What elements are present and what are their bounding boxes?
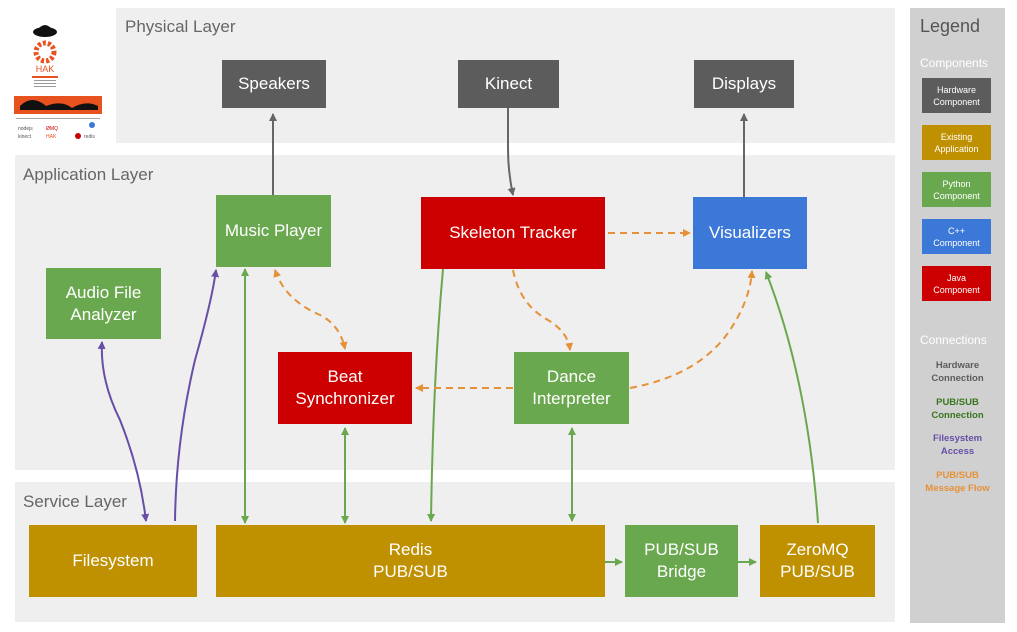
legend-hardware-connection: Hardware Connection: [931, 360, 984, 384]
svg-text:ØMQ: ØMQ: [46, 126, 58, 132]
redis-box: Redis PUB/SUB: [216, 525, 605, 597]
filesystem-box: Filesystem: [29, 525, 197, 597]
svg-text:nodejs: nodejs: [18, 126, 33, 132]
speakers-box: Speakers: [222, 60, 326, 108]
displays-box: Displays: [694, 60, 794, 108]
legend-panel: Legend Components Hardware Component Exi…: [910, 8, 1005, 623]
legend-connections-heading: Connections: [920, 333, 987, 347]
legend-pubsub-connection: PUB/SUB Connection: [931, 397, 984, 421]
audio-file-analyzer-box: Audio File Analyzer: [46, 268, 161, 339]
legend-python-component: Python Component: [922, 172, 991, 207]
legend-title: Legend: [920, 16, 981, 36]
legend-existing-application: Existing Application: [922, 125, 991, 160]
arrow-zeromq-visualizers: [764, 271, 819, 524]
application-layer-title: Application Layer: [23, 165, 154, 184]
beat-synchronizer-box: Beat Synchronizer: [278, 352, 412, 424]
legend-java-component: Java Component: [922, 266, 991, 301]
dance-interpreter-box: Dance Interpreter: [514, 352, 629, 424]
arrow-filesystem-audioanalyzer: [97, 341, 150, 522]
hackathon-logo: HAK nodejs ØMQ kinect HAK redis: [12, 10, 104, 142]
zeromq-box: ZeroMQ PUB/SUB: [760, 525, 875, 597]
legend-filesystem-access: Filesystem Access: [932, 433, 983, 457]
legend-components-heading: Components: [920, 56, 989, 70]
pubsub-bridge-box: PUB/SUB Bridge: [625, 525, 738, 597]
legend-pubsub-message-flow: PUB/SUB Message Flow: [925, 470, 990, 494]
flow-musicplayer-beatsync: [273, 269, 348, 350]
music-player-box: Music Player: [216, 195, 331, 267]
flow-skeleton-dance: [512, 269, 574, 351]
arrow-skeleton-redis: [427, 268, 444, 522]
legend-hardware-component: Hardware Component: [922, 78, 991, 113]
arrow-kinect-to-skeleton: [507, 108, 516, 196]
arrow-filesystem-musicplayer: [174, 269, 220, 522]
svg-text:kinect: kinect: [18, 134, 32, 140]
flow-dance-visualizers: [629, 270, 756, 389]
svg-text:HAK: HAK: [36, 64, 55, 74]
visualizers-box: Visualizers: [693, 197, 807, 269]
svg-text:redis: redis: [84, 134, 95, 140]
legend-cpp-component: C++ Component: [922, 219, 991, 254]
kinect-box: Kinect: [458, 60, 559, 108]
svg-text:HAK: HAK: [46, 134, 57, 140]
skeleton-tracker-box: Skeleton Tracker: [421, 197, 605, 269]
physical-layer-title: Physical Layer: [125, 17, 236, 36]
